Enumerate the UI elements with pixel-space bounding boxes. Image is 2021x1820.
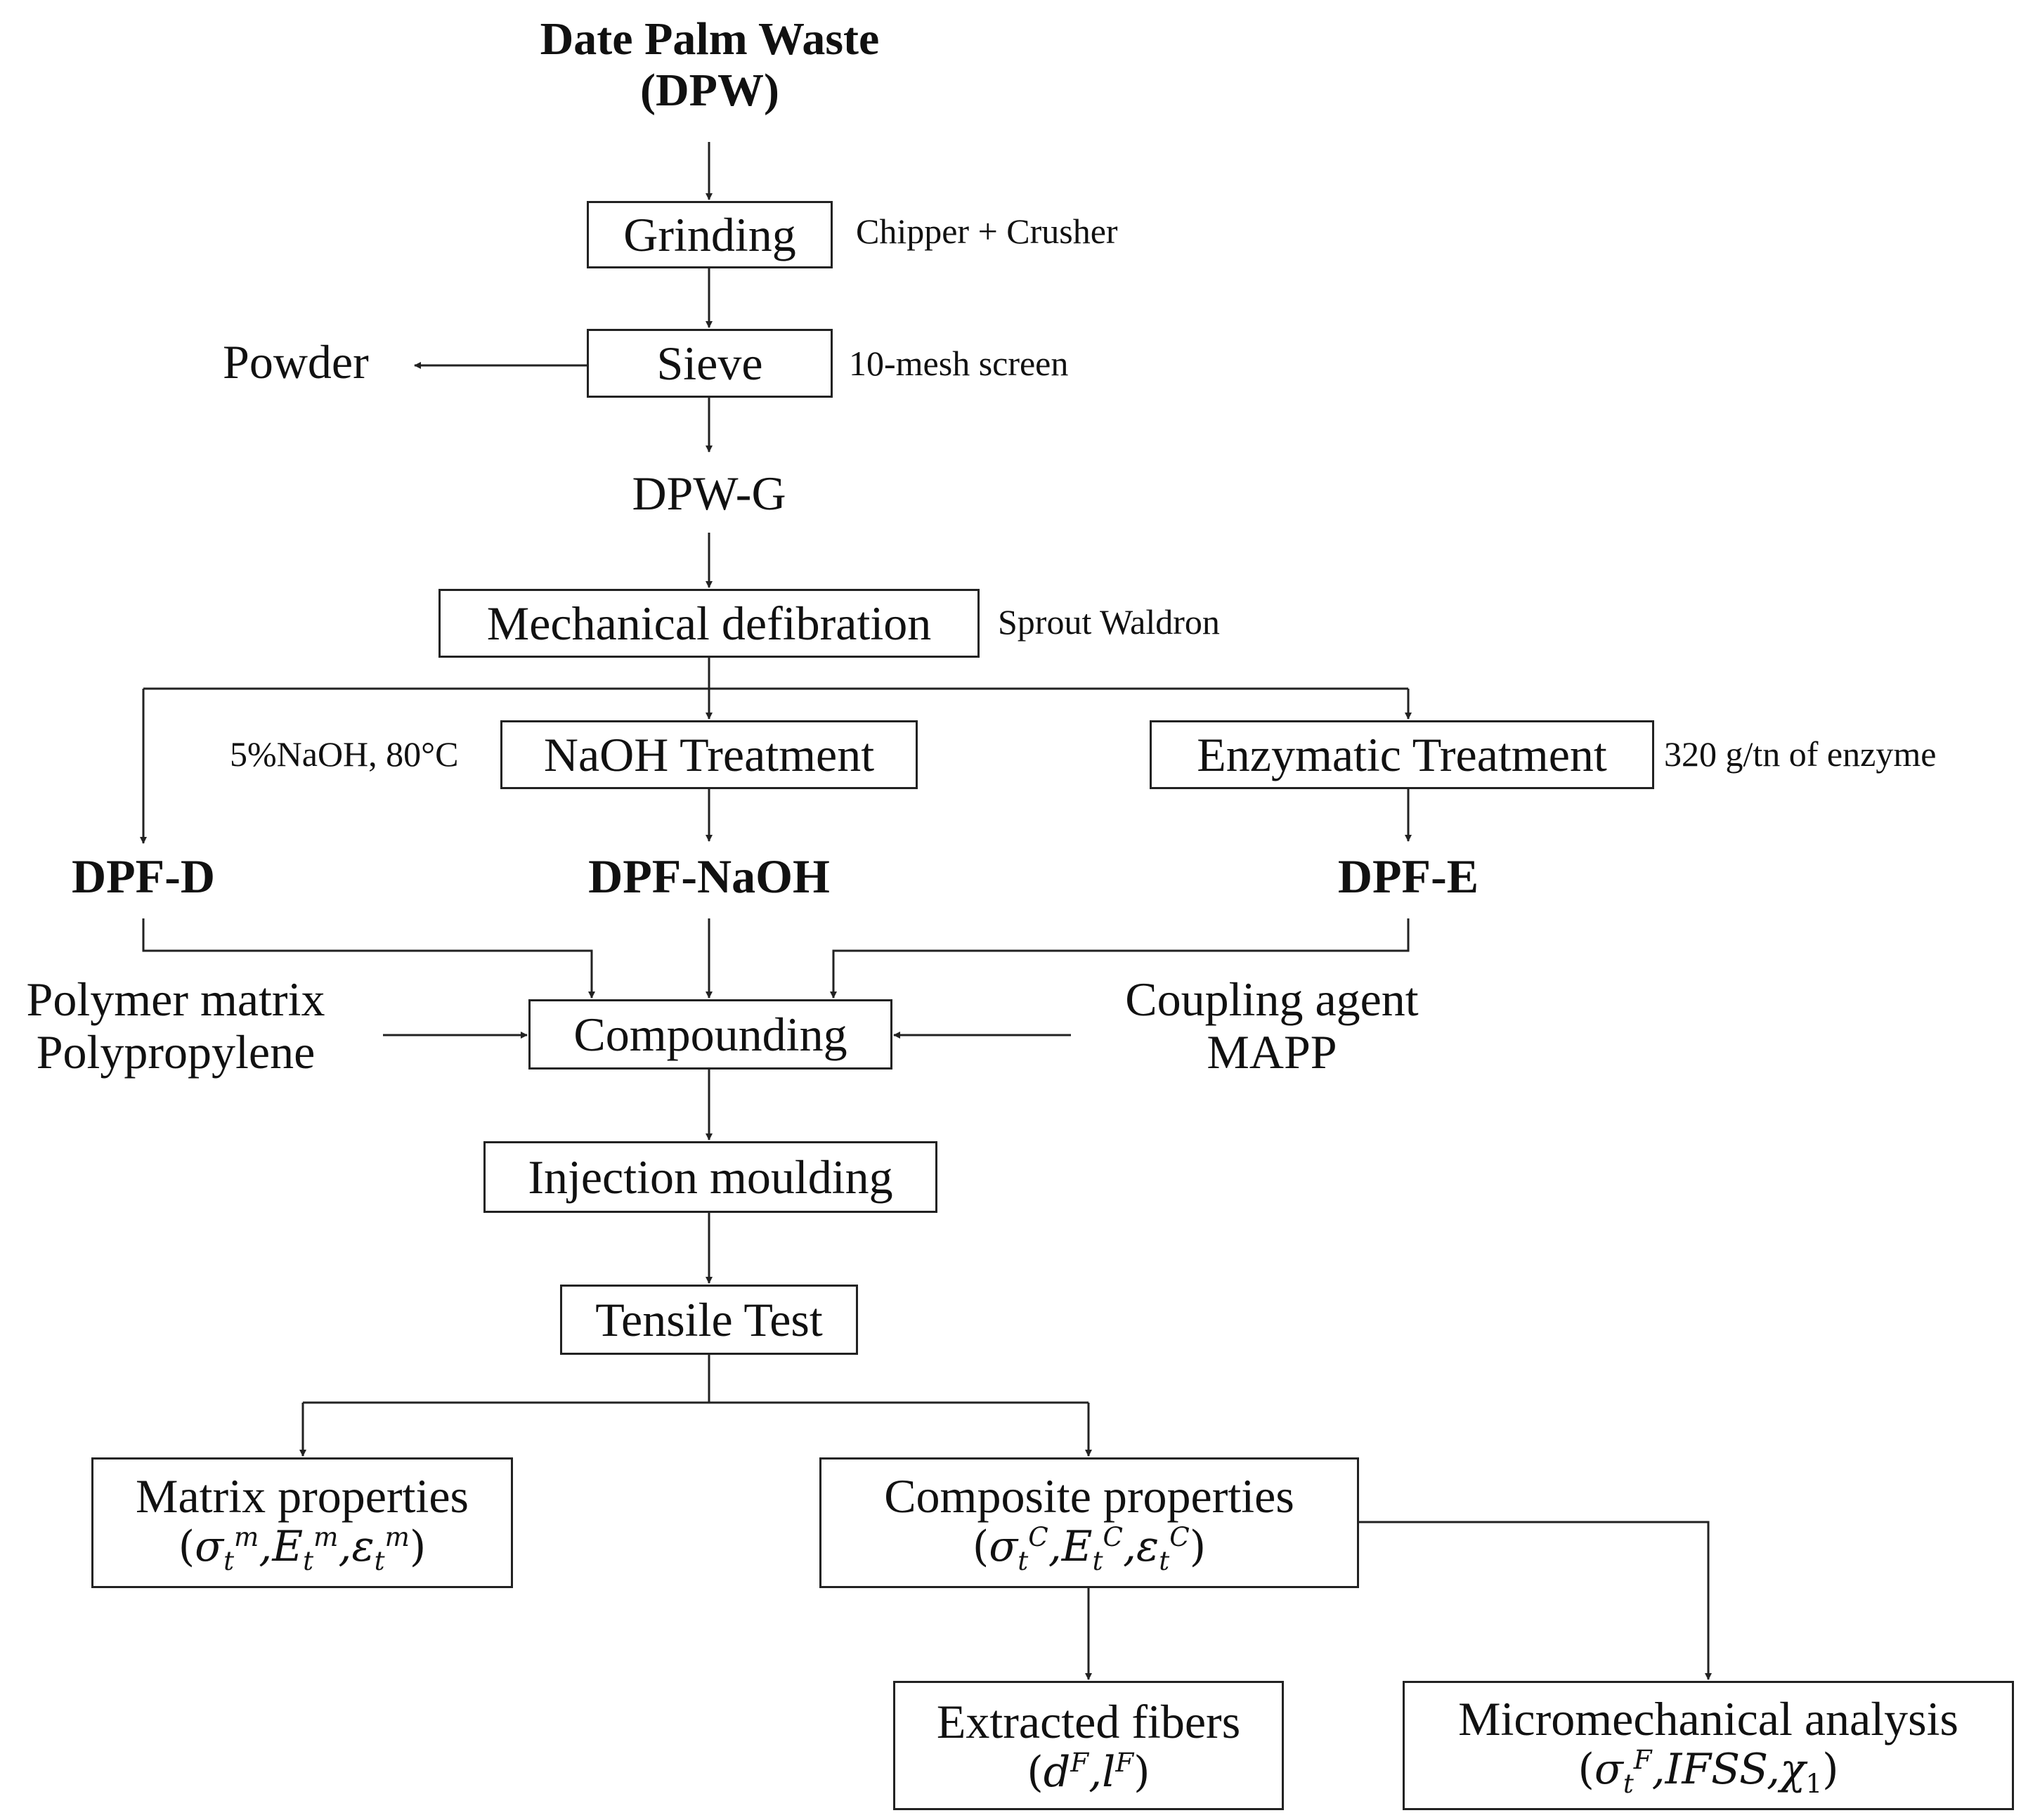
compounding-box: Compounding [528, 999, 892, 1070]
dpw-title: Date Palm Waste (DPW) [492, 13, 928, 116]
injection-moulding-box: Injection moulding [483, 1141, 937, 1213]
arrow-dpfd-to-compounding [142, 918, 595, 999]
naoh-note: 5%NaOH, 80°C [230, 734, 459, 774]
enzymatic-note: 320 g/tn of enzyme [1664, 734, 1937, 774]
injection-moulding-label: Injection moulding [528, 1150, 893, 1204]
naoh-treatment-label: NaOH Treatment [543, 727, 875, 781]
dpf-d-label: DPF-D [72, 850, 215, 903]
matrix-properties-symbols: (σtm,Etm,εtm) [178, 1521, 427, 1577]
dpf-e-label: DPF-E [1337, 850, 1479, 903]
matrix-properties-label: Matrix properties [136, 1469, 469, 1523]
dpw-title-line1: Date Palm Waste [540, 13, 880, 65]
micromechanical-analysis-box: Micromechanical analysis (σtF,IFSS,χ1) [1403, 1681, 2014, 1810]
dpwg-label: DPW-G [632, 467, 786, 520]
polymer-matrix-line1: Polymer matrix [26, 973, 325, 1026]
composite-properties-symbols: (σtC,EtC,εtC) [972, 1521, 1207, 1577]
extracted-fibers-box: Extracted fibers (dF,lF) [893, 1681, 1284, 1810]
grinding-box: Grinding [587, 201, 833, 268]
extracted-fibers-label: Extracted fibers [936, 1694, 1241, 1748]
polymer-matrix-line2: Polypropylene [36, 1025, 316, 1079]
coupling-agent-label: Coupling agent MAPP [1082, 973, 1462, 1079]
tensile-test-box: Tensile Test [560, 1285, 858, 1355]
naoh-treatment-box: NaOH Treatment [500, 720, 918, 789]
extracted-fibers-symbols: (dF,lF) [1027, 1746, 1150, 1797]
sieve-label: Sieve [656, 336, 763, 390]
grinding-label: Grinding [623, 207, 796, 261]
enzymatic-treatment-label: Enzymatic Treatment [1197, 727, 1607, 781]
tensile-test-label: Tensile Test [595, 1292, 823, 1346]
matrix-properties-box: Matrix properties (σtm,Etm,εtm) [91, 1457, 513, 1588]
mechanical-defibration-label: Mechanical defibration [486, 596, 932, 650]
sieve-note: 10-mesh screen [849, 344, 1069, 383]
composite-properties-label: Composite properties [884, 1469, 1294, 1523]
enzymatic-treatment-box: Enzymatic Treatment [1150, 720, 1654, 789]
mechanical-defibration-box: Mechanical defibration [438, 589, 980, 658]
coupling-agent-line2: MAPP [1207, 1025, 1337, 1079]
grinding-note: Chipper + Crusher [856, 212, 1118, 251]
polymer-matrix-label: Polymer matrix Polypropylene [7, 973, 344, 1079]
dpw-title-line2: (DPW) [640, 64, 779, 116]
micromechanical-analysis-label: Micromechanical analysis [1458, 1692, 1958, 1746]
arrow-composite-to-micromech [1358, 1521, 1712, 1680]
mechanical-defibration-note: Sprout Waldron [998, 602, 1220, 642]
dpf-naoh-label: DPF-NaOH [588, 850, 830, 903]
composite-properties-box: Composite properties (σtC,EtC,εtC) [819, 1457, 1359, 1588]
micromechanical-analysis-symbols: (σtF,IFSS,χ1) [1578, 1744, 1839, 1800]
sieve-box: Sieve [587, 329, 833, 398]
compounding-label: Compounding [573, 1007, 847, 1061]
coupling-agent-line1: Coupling agent [1125, 973, 1419, 1026]
powder-label: Powder [223, 335, 369, 389]
arrow-dpfe-to-compounding [830, 918, 1410, 999]
